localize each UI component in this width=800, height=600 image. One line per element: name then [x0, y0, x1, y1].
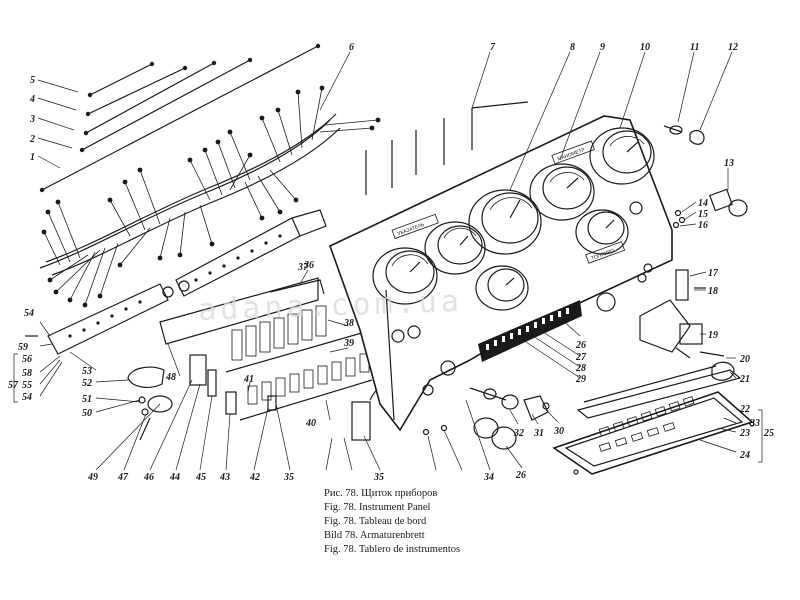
callout-15: 15 [698, 209, 708, 220]
callout-44: 44 [169, 472, 180, 483]
callout-23: 23 [739, 428, 750, 439]
callout-22: 22 [739, 404, 750, 415]
callout-54b: 54 [22, 392, 32, 403]
callout-14: 14 [698, 198, 708, 209]
callout-33: 33 [749, 418, 760, 429]
callout-3: 3 [29, 114, 35, 125]
callout-21: 21 [739, 374, 750, 385]
callout-49: 49 [87, 472, 98, 483]
callout-24: 24 [739, 450, 750, 461]
callout-55: 55 [22, 380, 32, 391]
callout-43: 43 [219, 472, 230, 483]
callout-16: 16 [698, 220, 708, 231]
callout-1: 1 [30, 152, 35, 163]
callout-numbers: 1 2 3 4 5 6 7 8 9 10 11 12 13 14 15 16 1… [8, 42, 774, 483]
callout-35b: 35 [283, 472, 294, 483]
caption-russian: Рис. 78. Щиток приборов [324, 488, 438, 499]
caption-german: Bild 78. Armaturenbrett [324, 530, 425, 541]
callout-2: 2 [29, 134, 35, 145]
gauge-pressure [372, 247, 438, 305]
callout-32: 32 [513, 428, 524, 439]
callout-7: 7 [490, 42, 496, 53]
callout-27: 27 [575, 352, 587, 363]
callout-50: 50 [82, 408, 92, 419]
callout-39: 39 [343, 338, 354, 349]
left-small-parts [25, 335, 173, 441]
callout-18: 18 [708, 286, 718, 297]
callout-26b: 26 [515, 470, 526, 481]
callout-19: 19 [708, 330, 718, 341]
callout-6: 6 [349, 42, 354, 53]
callout-26a: 26 [575, 340, 586, 351]
wiring-harness [39, 43, 529, 308]
callout-53: 53 [82, 366, 92, 377]
callout-29: 29 [575, 374, 586, 385]
gauge-temperature [575, 209, 629, 255]
callout-48: 48 [165, 372, 176, 383]
callout-28: 28 [575, 363, 586, 374]
caption-french: Fig. 78. Tableau de bord [324, 516, 427, 527]
callout-46: 46 [143, 472, 154, 483]
bottom-center-parts [422, 387, 550, 450]
callout-13: 13 [724, 158, 734, 169]
callout-4: 4 [29, 94, 35, 105]
figure-caption: Рис. 78. Щиток приборов Fig. 78. Instrum… [324, 487, 624, 557]
callout-20: 20 [739, 354, 750, 365]
instrument-panel-plate [329, 115, 673, 432]
callout-35a: 35 [373, 472, 384, 483]
callout-38: 38 [343, 318, 354, 329]
caption-english: Fig. 78. Instrument Panel [324, 502, 431, 513]
callout-31: 31 [533, 428, 544, 439]
callout-25: 25 [763, 428, 774, 439]
callout-42: 42 [249, 472, 260, 483]
callout-41: 41 [243, 374, 254, 385]
callout-5: 5 [30, 75, 35, 86]
callout-12: 12 [728, 42, 738, 53]
callout-34: 34 [483, 472, 494, 483]
leader-lines [37, 51, 737, 471]
switch-plate [552, 365, 755, 475]
gauge-fuel [475, 265, 529, 311]
callout-47: 47 [117, 472, 129, 483]
callout-45: 45 [195, 472, 206, 483]
callout-51: 51 [82, 394, 92, 405]
callout-8: 8 [570, 42, 575, 53]
callout-10: 10 [640, 42, 650, 53]
gauge-oil [589, 127, 655, 185]
callout-58: 58 [22, 368, 32, 379]
fuse-block [159, 277, 403, 441]
gauge-tachometer [529, 163, 595, 221]
callout-17: 17 [708, 268, 719, 279]
terminal-strips [47, 209, 327, 355]
callout-54a: 54 [24, 308, 34, 319]
callout-40: 40 [305, 418, 316, 429]
callout-36: 36 [303, 260, 314, 271]
callout-52: 52 [82, 378, 92, 389]
gauge-speedometer [468, 189, 542, 255]
caption-spanish: Fig. 78. Tablero de instrumentos [324, 544, 461, 555]
callout-59: 59 [18, 342, 28, 353]
callout-9: 9 [600, 42, 605, 53]
callout-37: 37 [297, 262, 309, 273]
callout-57: 57 [8, 380, 19, 391]
callout-30: 30 [553, 426, 564, 437]
callout-11: 11 [690, 42, 699, 53]
callout-56: 56 [22, 354, 32, 365]
